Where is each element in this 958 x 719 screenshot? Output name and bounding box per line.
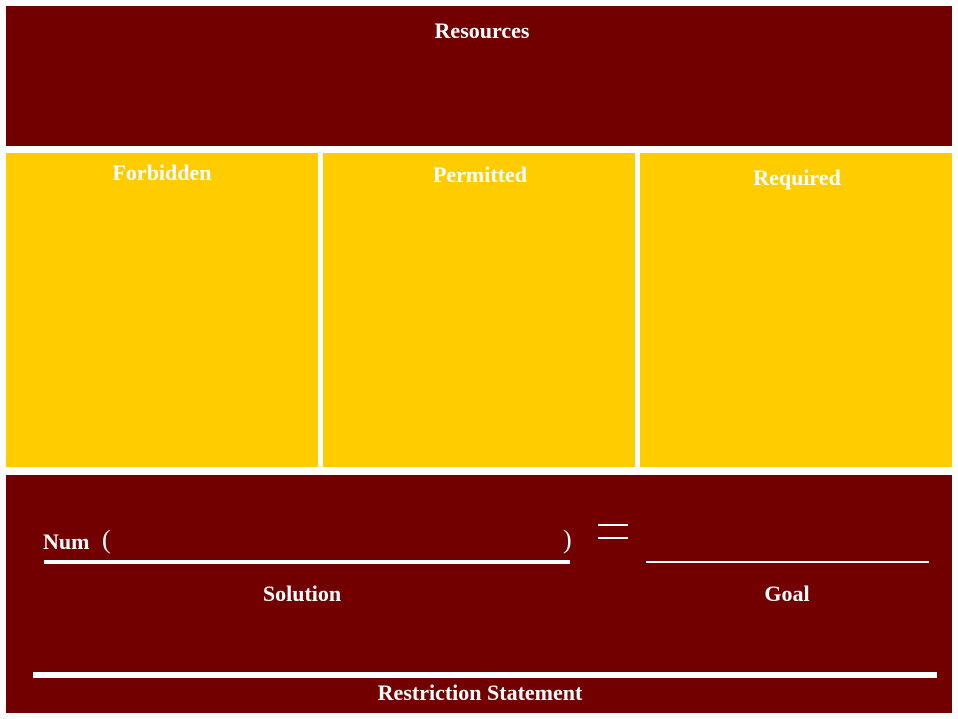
permitted-panel: Permitted [323, 153, 635, 467]
goal-line [646, 561, 929, 563]
resources-title: Resources [434, 18, 530, 43]
required-panel: Required [640, 153, 952, 467]
restriction-line [33, 672, 937, 678]
permitted-label: Permitted [432, 162, 528, 187]
equals-bar-bottom [598, 537, 628, 539]
resources-panel: Resources [6, 6, 952, 146]
goal-label: Goal [764, 581, 810, 606]
num-label: Num [43, 529, 90, 554]
equation-panel: Num ( ) Solution Goal Restriction Statem… [6, 475, 952, 713]
open-paren: ( [102, 525, 111, 554]
required-label: Required [753, 165, 841, 190]
close-paren: ) [563, 525, 572, 554]
restriction-statement-label: Restriction Statement [377, 680, 583, 705]
equals-bar-top [598, 524, 628, 526]
solution-line [44, 560, 570, 564]
forbidden-panel: Forbidden [6, 153, 318, 467]
solution-label: Solution [262, 581, 342, 606]
forbidden-label: Forbidden [112, 160, 212, 185]
